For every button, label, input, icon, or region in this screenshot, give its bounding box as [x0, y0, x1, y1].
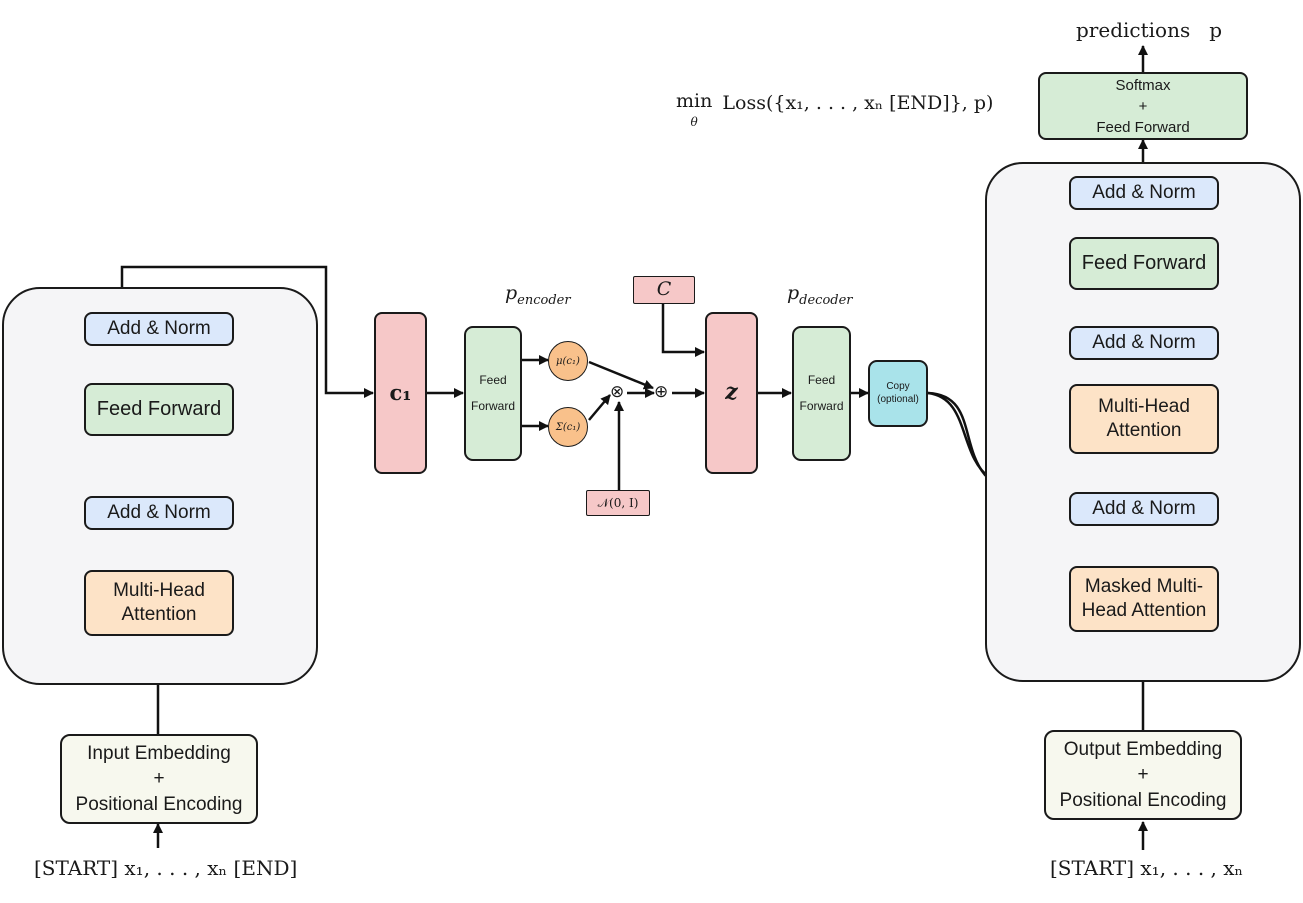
- decoder-output-tokens: [START] x₁, . . . , xₙ: [1050, 856, 1244, 880]
- p-encoder-subscript: encoder: [517, 292, 571, 308]
- loss-min: min: [676, 90, 713, 112]
- copy-box: Copy (optional): [868, 360, 928, 427]
- encoder-feed-forward: Feed Forward: [84, 383, 234, 436]
- p-encoder-symbol: p: [505, 282, 518, 304]
- decoder-masked-multi-head-attention: Masked Multi- Head Attention: [1069, 566, 1219, 632]
- p-decoder-symbol: p: [787, 282, 800, 304]
- encoder-multi-head-attention: Multi-Head Attention: [84, 570, 234, 636]
- loss-min-operator: min θ: [676, 92, 712, 130]
- plus-icon: ⊕: [654, 382, 669, 402]
- decoder-add-norm-top: Add & Norm: [1069, 176, 1219, 210]
- decoder-output-embedding: Output Embedding + Positional Encoding: [1044, 730, 1242, 820]
- condition-box: C: [633, 276, 695, 304]
- sigma-node: Σ(c₁): [548, 407, 588, 447]
- decoder-multi-head-attention: Multi-Head Attention: [1069, 384, 1219, 454]
- loss-formula: Loss({x₁, . . . , xₙ [END]}, p): [722, 92, 994, 114]
- p-encoder-label: pencoder: [505, 282, 571, 308]
- predictions-label: predictions p: [1076, 18, 1223, 42]
- mu-node: μ(c₁): [548, 341, 588, 381]
- encoder-input-embedding: Input Embedding + Positional Encoding: [60, 734, 258, 824]
- loss-theta: θ: [690, 115, 698, 129]
- sigma-to-times: [588, 394, 611, 421]
- decoder-side-feed-forward: Feed Forward: [792, 326, 851, 461]
- latent-z-box: z: [705, 312, 758, 474]
- decoder-add-norm-bottom: Add & Norm: [1069, 492, 1219, 526]
- softmax-feed-forward: Softmax + Feed Forward: [1038, 72, 1248, 140]
- loss-expression: min θ Loss({x₁, . . . , xₙ [END]}, p): [676, 92, 993, 130]
- encoder-input-tokens: [START] x₁, . . . , xₙ [END]: [34, 856, 298, 880]
- decoder-feed-forward: Feed Forward: [1069, 237, 1219, 290]
- enc-to-c1: [120, 265, 374, 398]
- encoder-add-norm-bottom: Add & Norm: [84, 496, 234, 530]
- encoder-side-feed-forward: Feed Forward: [464, 326, 522, 461]
- noise-box: 𝒩(0, I): [586, 490, 650, 516]
- decoder-add-norm-mid: Add & Norm: [1069, 326, 1219, 360]
- condition-to-z: [661, 304, 705, 357]
- p-decoder-label: pdecoder: [787, 282, 853, 308]
- encoder-add-norm-top: Add & Norm: [84, 312, 234, 346]
- p-decoder-subscript: decoder: [799, 292, 853, 308]
- mu-to-plus: [588, 360, 654, 390]
- multiply-icon: ⊗: [610, 382, 625, 402]
- latent-c1-box: c₁: [374, 312, 427, 474]
